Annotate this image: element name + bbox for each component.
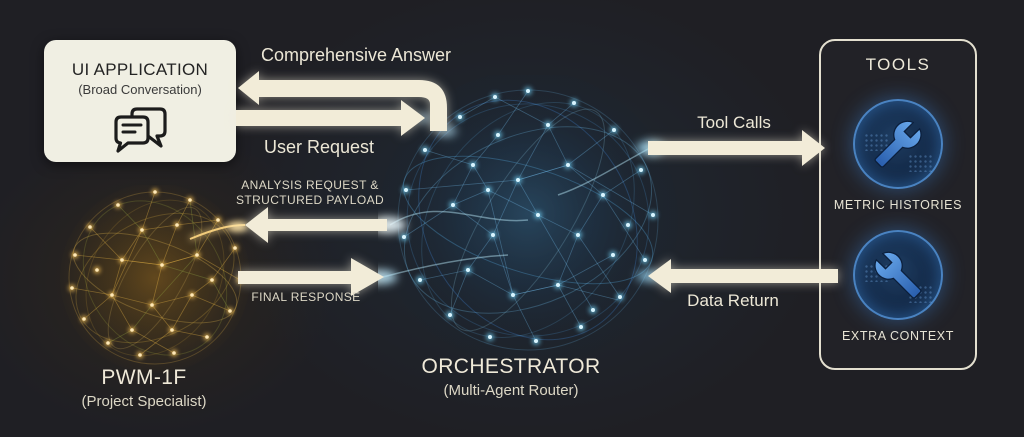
- pixel-dots-decoration: [908, 154, 934, 172]
- tool-item-extra-context: EXTRA CONTEXT: [821, 230, 975, 343]
- ui-application-title: UI APPLICATION: [71, 60, 209, 79]
- tool-item-metric-histories: METRIC HISTORIES: [821, 99, 975, 212]
- pwm-network-sphere: [60, 185, 250, 373]
- pixel-dots-decoration: [864, 133, 890, 151]
- wrench-icon: [853, 230, 943, 320]
- user-request-label: User Request: [263, 137, 375, 157]
- pwm-subtitle: (Project Specialist): [81, 393, 207, 410]
- tools-panel-title: TOOLS: [865, 55, 931, 74]
- orchestrator-subtitle: (Multi-Agent Router): [443, 382, 579, 399]
- tool-label-extra-context: EXTRA CONTEXT: [842, 329, 954, 343]
- tool-label-metric-histories: METRIC HISTORIES: [833, 198, 963, 212]
- orchestrator-network-sphere: [378, 75, 678, 370]
- ui-application-subtitle: (Broad Conversation): [78, 82, 202, 97]
- pwm-node-label: PWM-1F (Project Specialist): [81, 366, 206, 410]
- wrench-icon: [853, 99, 943, 189]
- analysis-request-label-line2: STRUCTURED PAYLOAD: [235, 193, 385, 207]
- analysis-request-label-line1: ANALYSIS REQUEST &: [241, 178, 379, 192]
- chat-bubbles-icon: [44, 105, 236, 160]
- ui-application-card: UI APPLICATION (Broad Conversation): [44, 40, 236, 162]
- analysis-request-label: ANALYSIS REQUEST & STRUCTURED PAYLOAD: [236, 178, 384, 208]
- pwm-title: PWM-1F: [101, 366, 187, 389]
- data-return-label: Data Return: [687, 291, 779, 310]
- tools-panel: TOOLS METRIC HISTORIES: [819, 39, 977, 370]
- comprehensive-answer-label: Comprehensive Answer: [260, 45, 452, 65]
- final-response-label: FINAL RESPONSE: [251, 290, 361, 304]
- tool-calls-label: Tool Calls: [697, 113, 771, 132]
- orchestrator-node-label: ORCHESTRATOR (Multi-Agent Router): [421, 355, 600, 399]
- orchestrator-title: ORCHESTRATOR: [421, 355, 601, 378]
